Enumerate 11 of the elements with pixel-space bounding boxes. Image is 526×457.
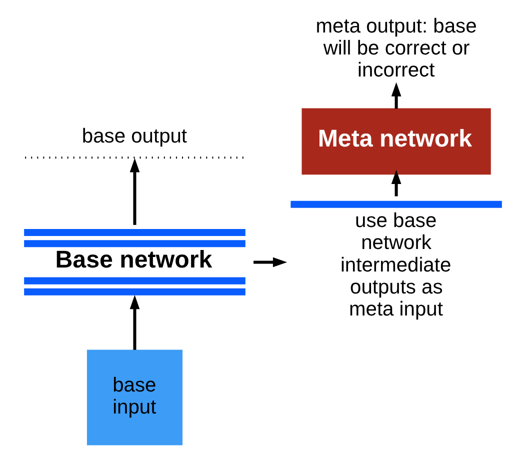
node-text: base output (82, 125, 188, 148)
arrow (130, 158, 140, 225)
node-box: Meta network (302, 108, 491, 175)
node-box: base input (86, 350, 183, 446)
node-bar (290, 200, 502, 208)
node-text: meta output: base will be correct or incorrect (316, 15, 477, 82)
arrow (391, 82, 402, 109)
arrow (130, 294, 140, 350)
node-label: use base network intermediate outputs as meta input (340, 210, 452, 321)
arrow (391, 170, 402, 196)
arrow (254, 257, 288, 268)
